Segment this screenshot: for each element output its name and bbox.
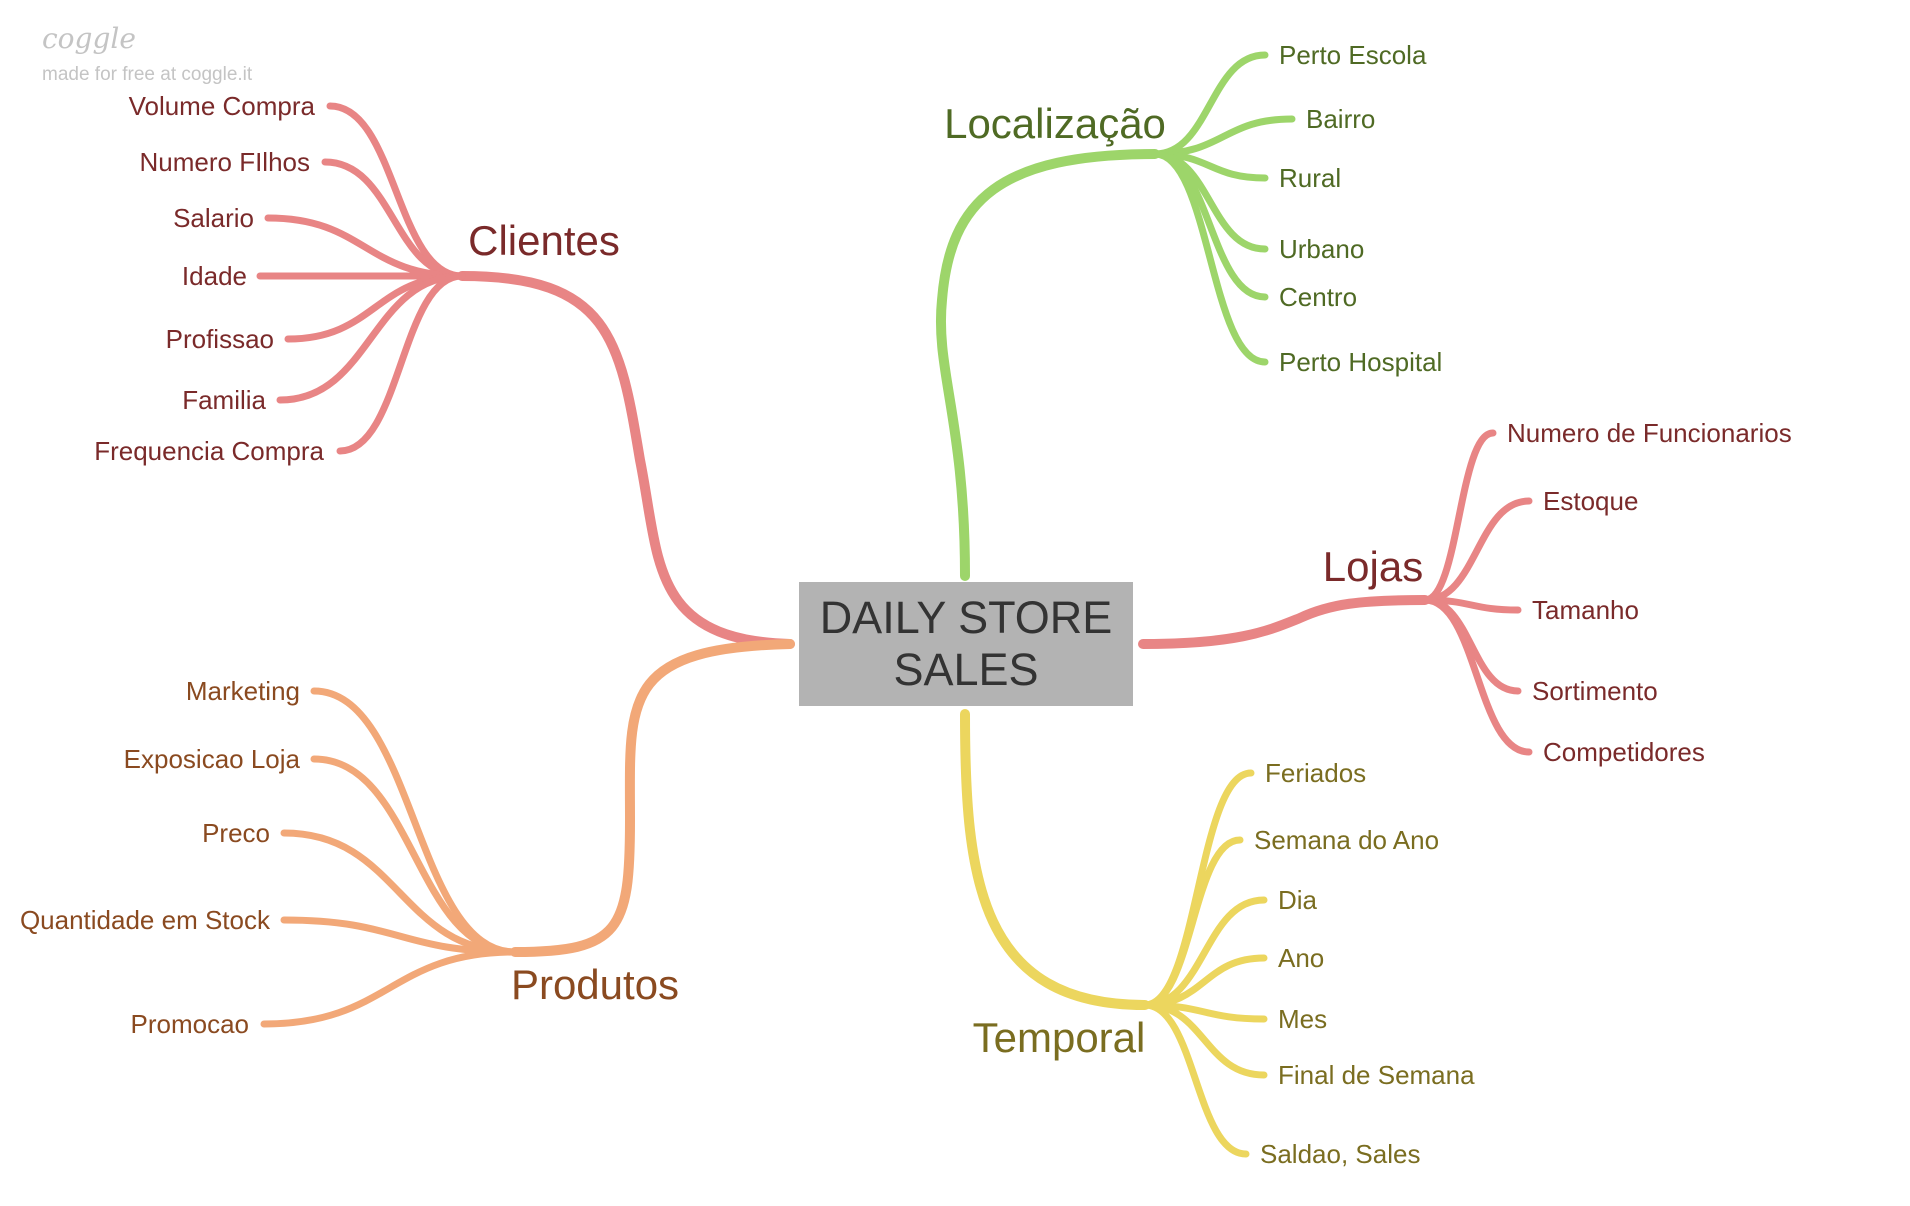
connector-lojas-leaf-3 [1421, 596, 1522, 695]
leaf-salario[interactable]: Salario [173, 203, 254, 233]
connector-produtos [510, 639, 795, 957]
watermark-tagline: made for free at coggle.it [42, 64, 253, 85]
leaf-idade[interactable]: Idade [181, 261, 247, 291]
connector-localizacao-leaf-5 [1151, 150, 1269, 366]
connector-temporal-leaf-6 [1141, 1001, 1250, 1158]
connector-lojas [1138, 595, 1430, 649]
connector-clientes-leaf-6 [336, 272, 466, 455]
connector-produtos-leaf-3 [280, 916, 519, 956]
coggle-logo: coggle [42, 22, 136, 55]
leaf-rural[interactable]: Rural [1279, 163, 1342, 193]
connector-temporal-leaf-5 [1141, 1001, 1268, 1079]
leaf-perto-hospital[interactable]: Perto Hospital [1279, 347, 1443, 377]
connector-lojas-leaf-4 [1421, 596, 1533, 756]
connector-localizacao [935, 149, 1160, 581]
leaf-promocao[interactable]: Promocao [130, 1009, 250, 1039]
leaf-sortimento[interactable]: Sortimento [1532, 676, 1658, 706]
connector-lojas-leaf-1 [1421, 497, 1533, 604]
connector-lojas-leaf-0 [1421, 429, 1497, 604]
leaf-semana-do-ano[interactable]: Semana do Ano [1254, 825, 1440, 855]
leaf-mes[interactable]: Mes [1278, 1004, 1328, 1034]
leaf-estoque[interactable]: Estoque [1543, 486, 1639, 516]
leaf-dia[interactable]: Dia [1278, 885, 1318, 915]
connector-clientes-leaf-0 [326, 102, 466, 280]
central-node-line-1: DAILY STORE [819, 592, 1113, 644]
leaf-tamanho[interactable]: Tamanho [1532, 595, 1639, 625]
leaf-final-de-semana[interactable]: Final de Semana [1278, 1060, 1475, 1090]
leaf-quantidade-em-stock[interactable]: Quantidade em Stock [19, 905, 270, 935]
leaf-urbano[interactable]: Urbano [1279, 234, 1365, 264]
leaf-marketing[interactable]: Marketing [185, 676, 300, 706]
connector-produtos-leaf-1 [310, 755, 519, 956]
branch-clientes[interactable]: Clientes [468, 217, 620, 264]
central-node[interactable]: DAILY STORE SALES [799, 582, 1133, 706]
leaf-bairro[interactable]: Bairro [1306, 104, 1376, 134]
leaf-profissao[interactable]: Profissao [165, 324, 274, 354]
connector-temporal-leaf-1 [1141, 836, 1244, 1009]
leaf-ano[interactable]: Ano [1278, 943, 1325, 973]
connector-produtos-leaf-4 [260, 948, 519, 1028]
connector-clientes [457, 271, 795, 649]
leaf-perto-escola[interactable]: Perto Escola [1279, 40, 1427, 70]
leaf-competidores[interactable]: Competidores [1543, 737, 1705, 767]
branch-produtos[interactable]: Produtos [510, 961, 680, 1008]
leaf-numero-filhos[interactable]: Numero FIlhos [139, 147, 311, 177]
connector-localizacao-leaf-0 [1151, 51, 1269, 158]
connector-temporal [960, 709, 1150, 1010]
leaf-centro[interactable]: Centro [1279, 282, 1358, 312]
connector-produtos-leaf-0 [310, 687, 519, 956]
leaf-volume-compra[interactable]: Volume Compra [128, 91, 315, 121]
connector-produtos-leaf-2 [280, 829, 519, 956]
central-node-line-2: SALES [893, 644, 1039, 695]
leaf-frequencia-compra[interactable]: Frequencia Compra [94, 436, 324, 466]
leaf-familia[interactable]: Familia [182, 385, 266, 415]
branch-temporal[interactable]: Temporal [972, 1014, 1146, 1061]
leaf-feriados[interactable]: Feriados [1265, 758, 1367, 788]
leaf-exposicao-loja[interactable]: Exposicao Loja [123, 744, 300, 774]
connector-clientes-leaf-5 [276, 272, 466, 404]
branch-localizacao[interactable]: Localização [944, 100, 1166, 147]
leaf-numero-de-funcionarios[interactable]: Numero de Funcionarios [1507, 418, 1792, 448]
leaf-saldao-sales[interactable]: Saldao, Sales [1260, 1139, 1421, 1169]
connector-clientes-leaf-1 [321, 158, 466, 280]
branch-lojas[interactable]: Lojas [1322, 543, 1424, 590]
leaf-preco[interactable]: Preco [202, 818, 270, 848]
